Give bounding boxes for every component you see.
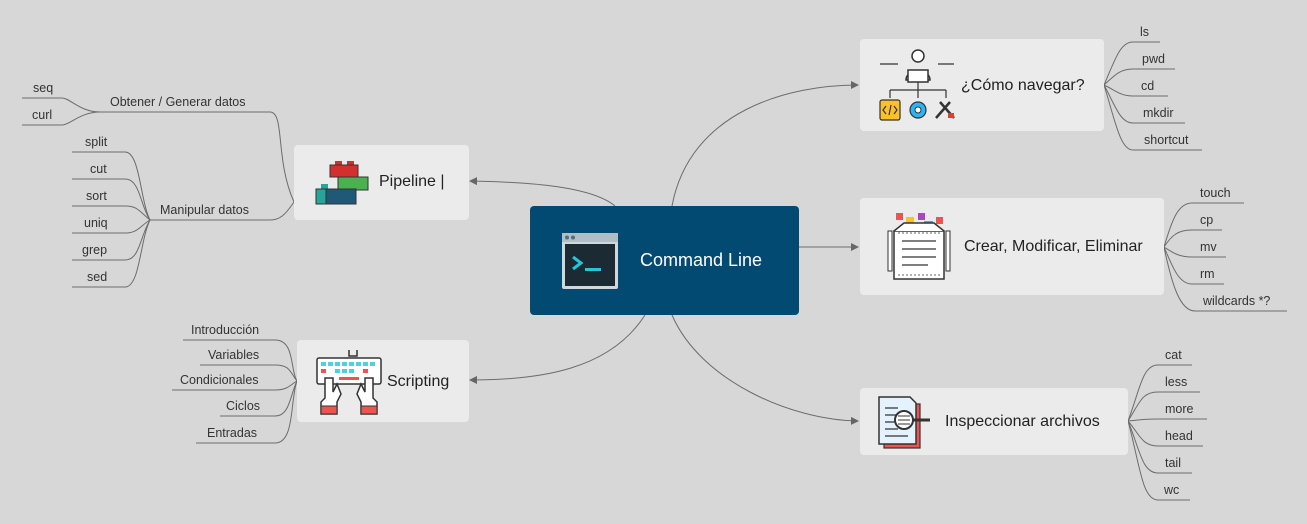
list-item: Variables [208, 348, 260, 362]
list-item: rm [1200, 267, 1215, 281]
list-item: pwd [1142, 52, 1165, 66]
group-label-manipular: Manipular datos [160, 203, 249, 217]
central-label: Command Line [640, 250, 763, 270]
list-item: Introducción [191, 323, 260, 337]
pipeline-label: Pipeline | [379, 173, 445, 190]
clipboard-icon [887, 213, 951, 280]
list-item: shortcut [1144, 133, 1189, 147]
list-item: less [1165, 375, 1188, 389]
list-item: cp [1200, 213, 1214, 227]
list-item: Entradas [207, 426, 258, 440]
list-item: seq [33, 81, 54, 95]
list-item: tail [1165, 456, 1181, 470]
list-item: curl [32, 108, 53, 122]
list-item: grep [82, 243, 108, 257]
scripting-label: Scripting [387, 373, 450, 390]
list-item: cat [1165, 348, 1182, 362]
group-label-obtener: Obtener / Generar datos [110, 95, 246, 109]
list-item: wildcards *? [1203, 294, 1271, 308]
list-item: Ciclos [226, 399, 261, 413]
list-item: cd [1141, 79, 1155, 93]
terminal-icon [562, 233, 618, 289]
list-item: ls [1140, 25, 1150, 39]
list-item: touch [1200, 186, 1231, 200]
list-item: mkdir [1143, 106, 1174, 120]
inspeccionar-label: Inspeccionar archivos [945, 413, 1100, 430]
list-item: uniq [84, 216, 108, 230]
keyboard-hands-icon [316, 350, 382, 415]
list-item: more [1165, 402, 1194, 416]
list-item: cut [90, 162, 107, 176]
edge-central-scripting [469, 314, 646, 384]
navegar-node[interactable] [860, 39, 1104, 131]
list-item: mv [1200, 240, 1217, 254]
list-item: sed [87, 270, 108, 284]
blocks-icon [315, 161, 369, 205]
list-item: head [1165, 429, 1193, 443]
crear-label: Crear, Modificar, Eliminar [964, 238, 1143, 255]
document-magnifier-icon [878, 396, 930, 449]
developer-network-icon [879, 49, 955, 121]
pipeline-node[interactable] [294, 145, 469, 220]
edge-central-navegar [671, 81, 859, 207]
list-item: sort [86, 189, 107, 203]
list-item: Condicionales [180, 373, 259, 387]
edge-central-pipeline [469, 177, 616, 207]
list-item: wc [1164, 483, 1180, 497]
list-item: split [85, 135, 108, 149]
edge-central-inspeccionar [671, 314, 859, 425]
navegar-label: ¿Cómo navegar? [961, 77, 1085, 94]
